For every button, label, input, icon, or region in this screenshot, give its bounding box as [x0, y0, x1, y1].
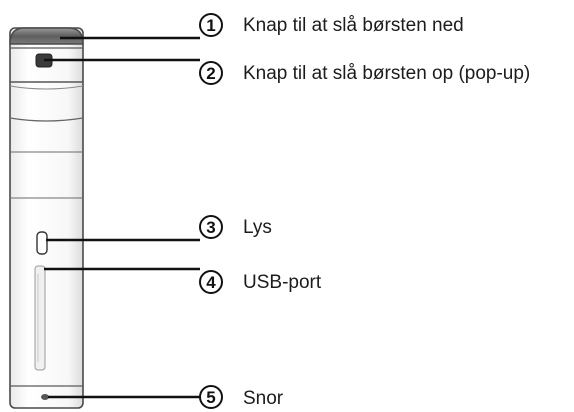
callout-5: 5 Snor — [199, 385, 284, 409]
callout-4-badge — [199, 270, 223, 294]
callout-5-label: Snor — [243, 388, 284, 409]
leader-lines — [44, 36, 200, 399]
callout-3: 3 Lys — [199, 215, 272, 239]
callout-1-badge — [199, 13, 223, 37]
callout-1-number: 1 — [206, 16, 215, 35]
cord-hole — [41, 394, 49, 400]
callout-5-number: 5 — [206, 388, 215, 407]
push-down-button — [9, 27, 84, 45]
callout-3-label: Lys — [243, 217, 272, 238]
callout-1: 1 Knap til at slå børsten ned — [199, 13, 464, 37]
callout-4-number: 4 — [206, 273, 216, 292]
light-indicator — [36, 231, 48, 255]
callout-2-label: Knap til at slå børsten op (pop-up) — [243, 63, 530, 84]
callout-2-badge — [199, 61, 223, 85]
callout-2-number: 2 — [206, 64, 215, 83]
callout-4: 4 USB-port — [199, 270, 322, 294]
callout-4-label: USB-port — [243, 272, 322, 293]
callout-3-number: 3 — [206, 218, 215, 237]
callout-1-label: Knap til at slå børsten ned — [243, 15, 464, 36]
device-body — [9, 27, 84, 409]
callout-5-badge — [199, 385, 223, 409]
callout-2: 2 Knap til at slå børsten op (pop-up) — [199, 61, 530, 85]
callout-3-badge — [199, 215, 223, 239]
usb-port — [34, 265, 46, 371]
